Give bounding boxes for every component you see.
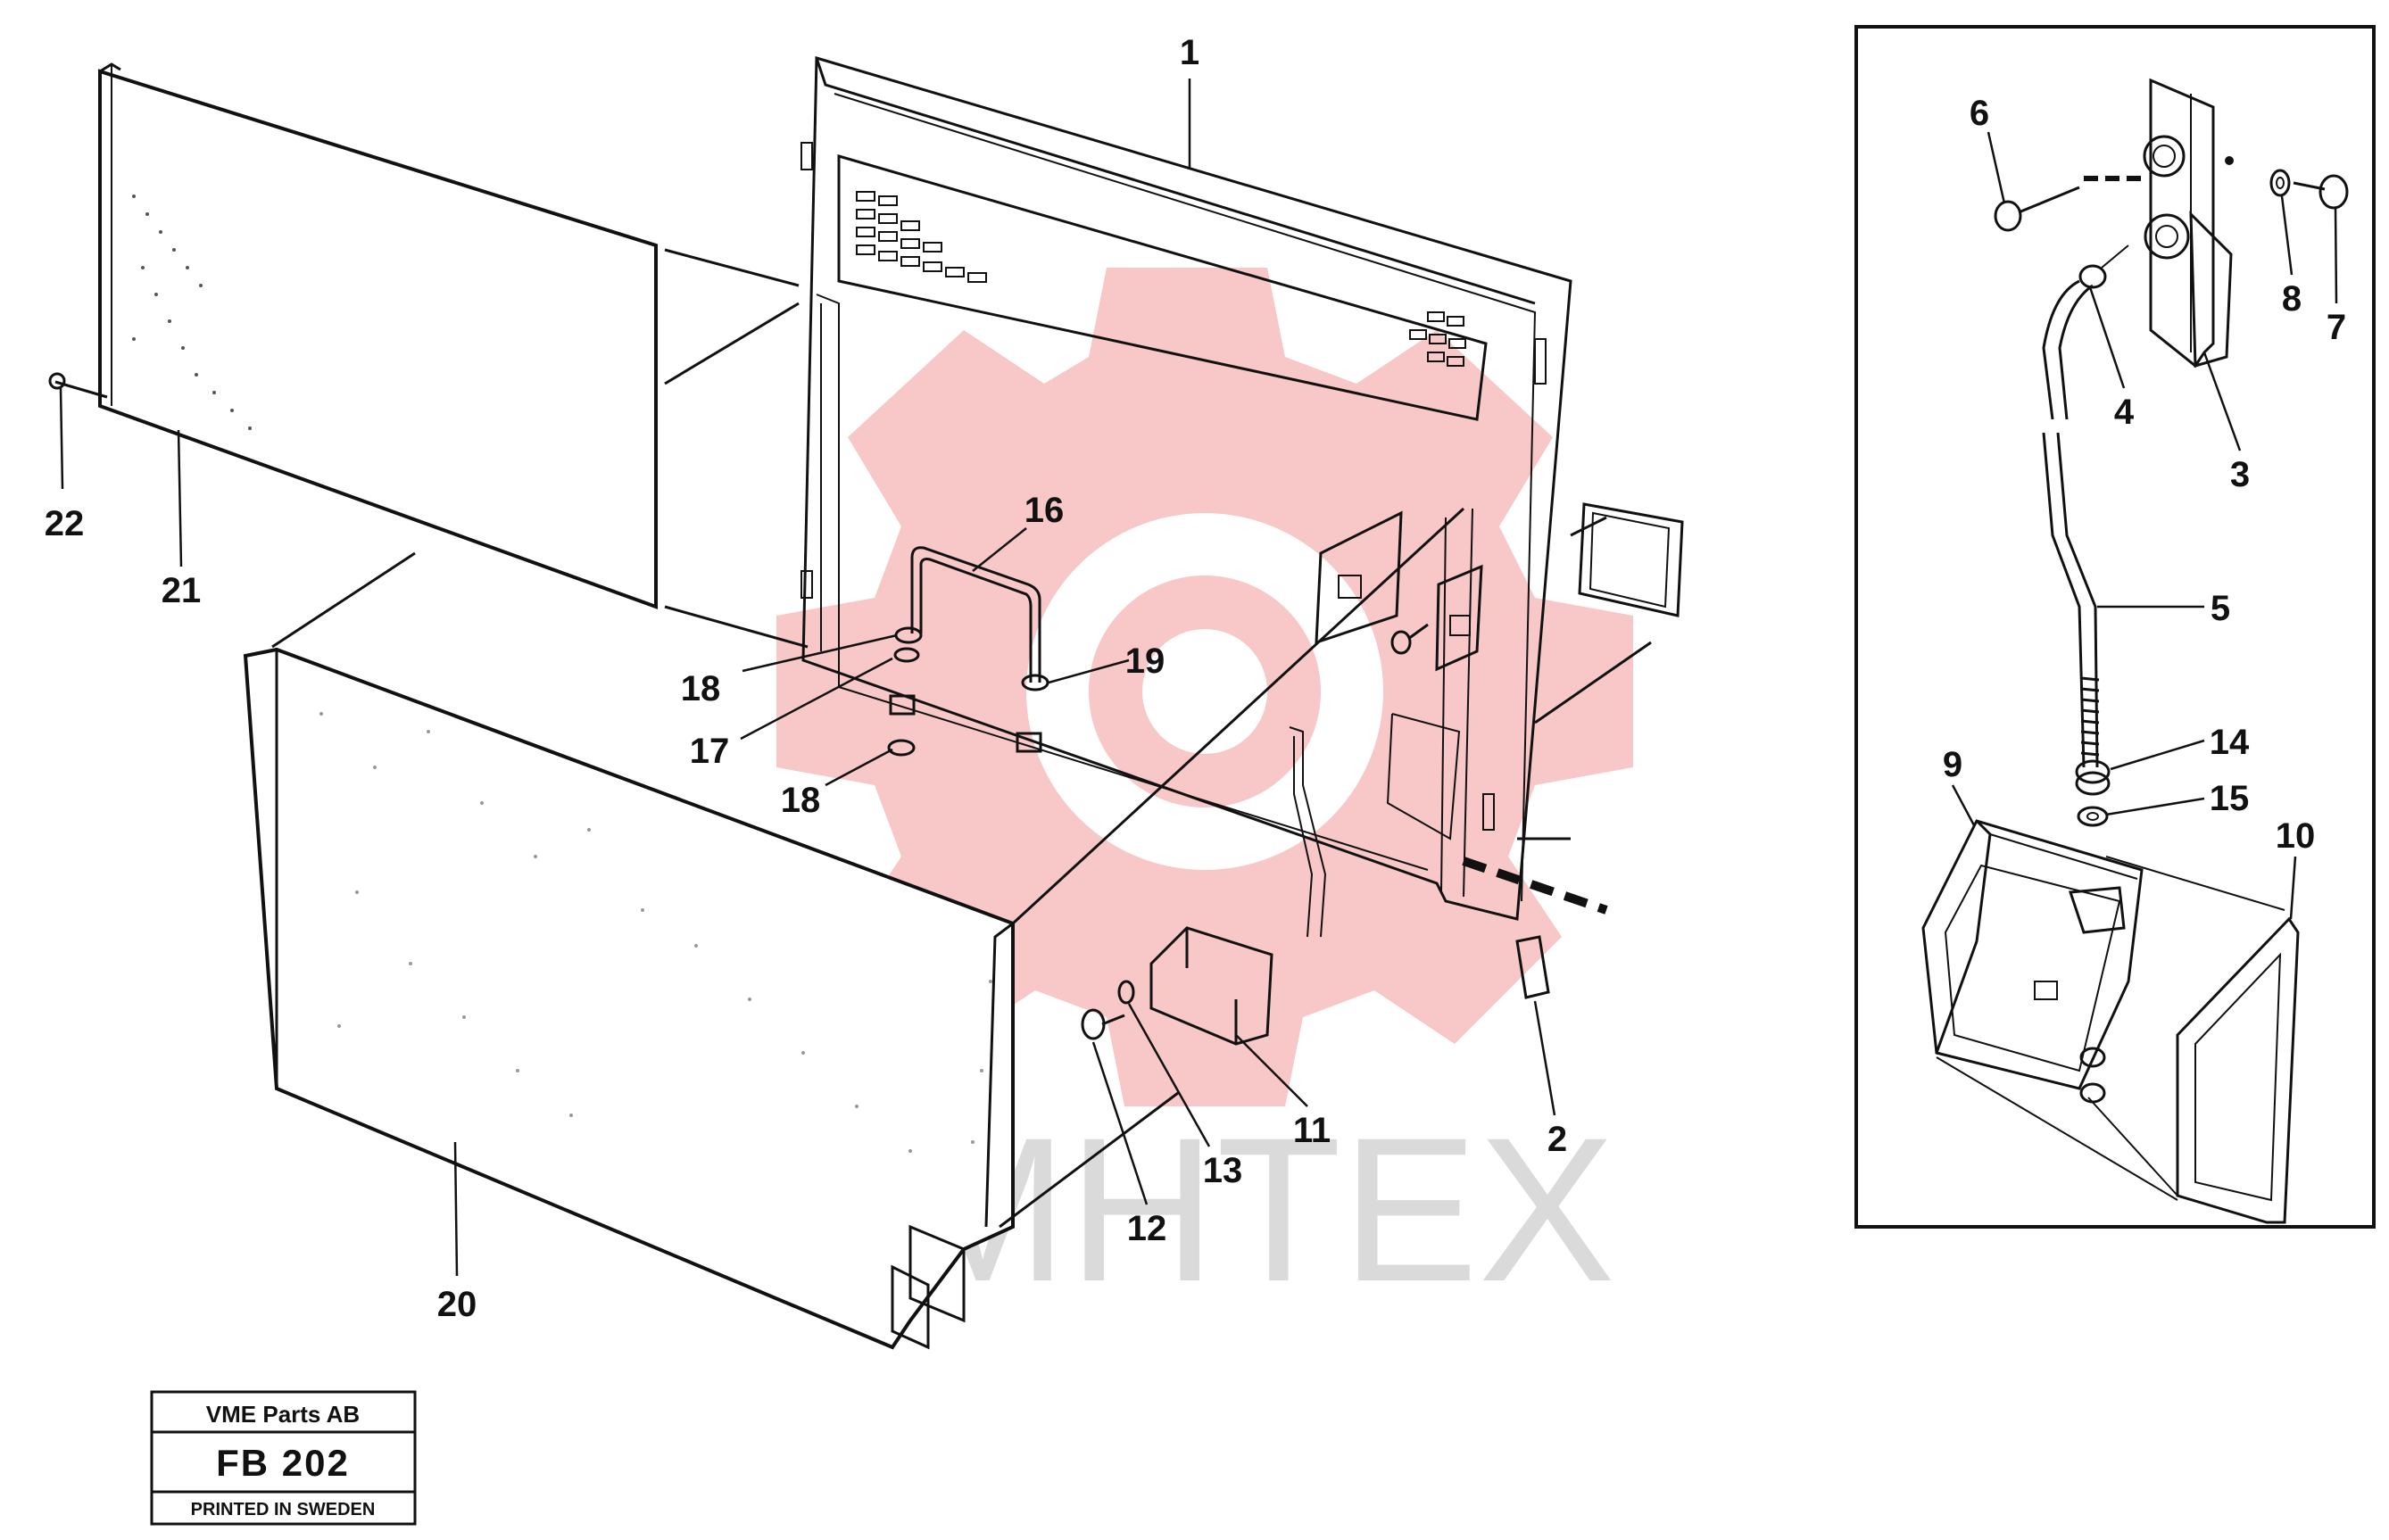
part-10-gasket xyxy=(2176,916,2300,1224)
part-3-lock-bracket xyxy=(2143,78,2234,368)
clip xyxy=(1016,732,1042,753)
part-15-washer xyxy=(2077,806,2109,827)
assembly-line xyxy=(664,248,800,287)
part-1-door-frame xyxy=(800,56,1572,921)
callout-15: 15 xyxy=(2210,779,2250,818)
assembly-line xyxy=(1011,507,1465,925)
callout-17: 17 xyxy=(690,732,730,771)
part-17-washer xyxy=(893,647,920,663)
assembly-line xyxy=(999,1091,1179,1229)
callout-21: 21 xyxy=(162,571,202,610)
title-block-company: VME Parts AB xyxy=(206,1401,360,1428)
part-21-side-panel xyxy=(98,62,658,609)
part-12-bolt xyxy=(1081,1008,1125,1040)
callout-5: 5 xyxy=(2211,589,2230,628)
title-block-drawing-number: FB 202 xyxy=(216,1442,350,1484)
part-2-pad xyxy=(1462,857,1608,999)
part-20-insulation-block xyxy=(243,647,1015,1350)
title-block-printed: PRINTED IN SWEDEN xyxy=(191,1500,376,1519)
callout-1: 1 xyxy=(1180,33,1199,72)
watermark-text: MHTEX xyxy=(897,1095,1615,1324)
part-5-rod xyxy=(2042,279,2100,768)
assembly-line xyxy=(1570,516,1607,537)
callout-11: 11 xyxy=(1293,1111,1331,1150)
part-4-nut xyxy=(2078,244,2129,289)
callout-12: 12 xyxy=(1127,1209,1167,1248)
part-14-nut xyxy=(2075,759,2111,796)
assembly-line xyxy=(1936,1056,2178,1201)
part-8-washer xyxy=(2269,169,2291,197)
callout-16: 16 xyxy=(1024,491,1065,530)
detail-inset-frame xyxy=(1854,25,2376,1229)
latch-box-main xyxy=(1578,502,1684,617)
assembly-line xyxy=(664,605,809,649)
part-6-bolt xyxy=(1994,176,2142,232)
part-16-handle xyxy=(910,546,1041,683)
callout-13: 13 xyxy=(1203,1151,1243,1190)
callout-14: 14 xyxy=(2210,723,2250,762)
screw xyxy=(1390,623,1429,655)
callout-3: 3 xyxy=(2230,455,2250,494)
leader-lines xyxy=(59,79,2338,1277)
assembly-line xyxy=(2105,856,2285,911)
callout-22: 22 xyxy=(45,504,85,543)
assembly-line xyxy=(1534,641,1652,724)
part-9-lock-box xyxy=(1921,819,2144,1104)
callout-18-upper: 18 xyxy=(681,669,721,708)
part-19-washer xyxy=(1021,674,1049,691)
callout-9: 9 xyxy=(1943,745,1962,784)
assembly-line xyxy=(664,302,800,385)
callout-7: 7 xyxy=(2327,308,2346,347)
callout-8: 8 xyxy=(2282,279,2302,319)
part-13-washer xyxy=(1117,980,1135,1005)
callout-6: 6 xyxy=(1970,94,1989,133)
callout-10: 10 xyxy=(2276,816,2316,856)
callout-19: 19 xyxy=(1125,642,1165,681)
assembly-line xyxy=(2087,1097,2178,1196)
clip xyxy=(889,694,916,716)
assembly-line xyxy=(271,551,416,649)
part-7-bolt xyxy=(2293,174,2349,210)
title-block: VME Parts AB FB 202 PRINTED IN SWEDEN xyxy=(150,1390,417,1526)
part-22-pin xyxy=(48,372,108,399)
callout-2: 2 xyxy=(1547,1120,1567,1159)
callout-4: 4 xyxy=(2114,393,2135,432)
callout-18-lower: 18 xyxy=(781,781,821,820)
callout-20: 20 xyxy=(437,1285,477,1324)
